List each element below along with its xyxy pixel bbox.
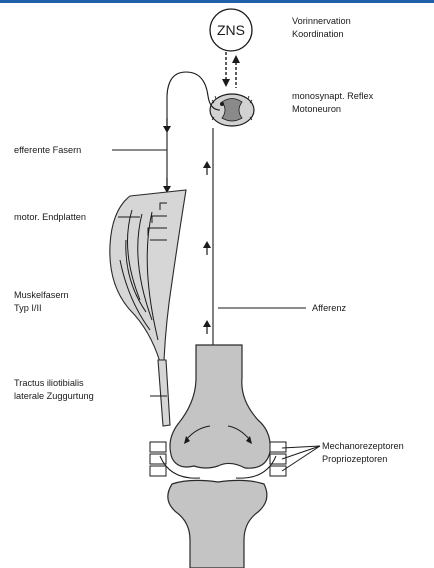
- label-motor-endplatten: motor. Endplatten: [14, 212, 86, 222]
- zns-spinal-dashed-arrows: [222, 52, 240, 88]
- label-koordination: Koordination: [292, 29, 344, 39]
- iliotibial-tract: [158, 360, 170, 426]
- muscle-belly: [110, 190, 186, 362]
- label-typ: Typ I/II: [14, 303, 42, 313]
- femur: [170, 345, 270, 468]
- label-tractus: Tractus iliotibialis: [14, 378, 84, 388]
- tibia: [168, 480, 267, 568]
- label-afferenz: Afferenz: [312, 303, 346, 313]
- label-efferente-fasern: efferente Fasern: [14, 145, 81, 155]
- label-vorinnervation: Vorinnervation: [292, 16, 351, 26]
- zns-label: ZNS: [217, 22, 245, 38]
- zns-node: ZNS: [210, 9, 252, 51]
- label-reflex: monosynapt. Reflex: [292, 91, 374, 101]
- label-propriozeptoren: Propriozeptoren: [322, 454, 387, 464]
- label-motoneuron: Motoneuron: [292, 104, 341, 114]
- label-mechanorezeptoren: Mechanorezeptoren: [322, 441, 404, 451]
- label-zuggurtung: laterale Zuggurtung: [14, 391, 94, 401]
- afferent-arrows: [203, 161, 211, 334]
- label-muskelfasern: Muskelfasern: [14, 290, 69, 300]
